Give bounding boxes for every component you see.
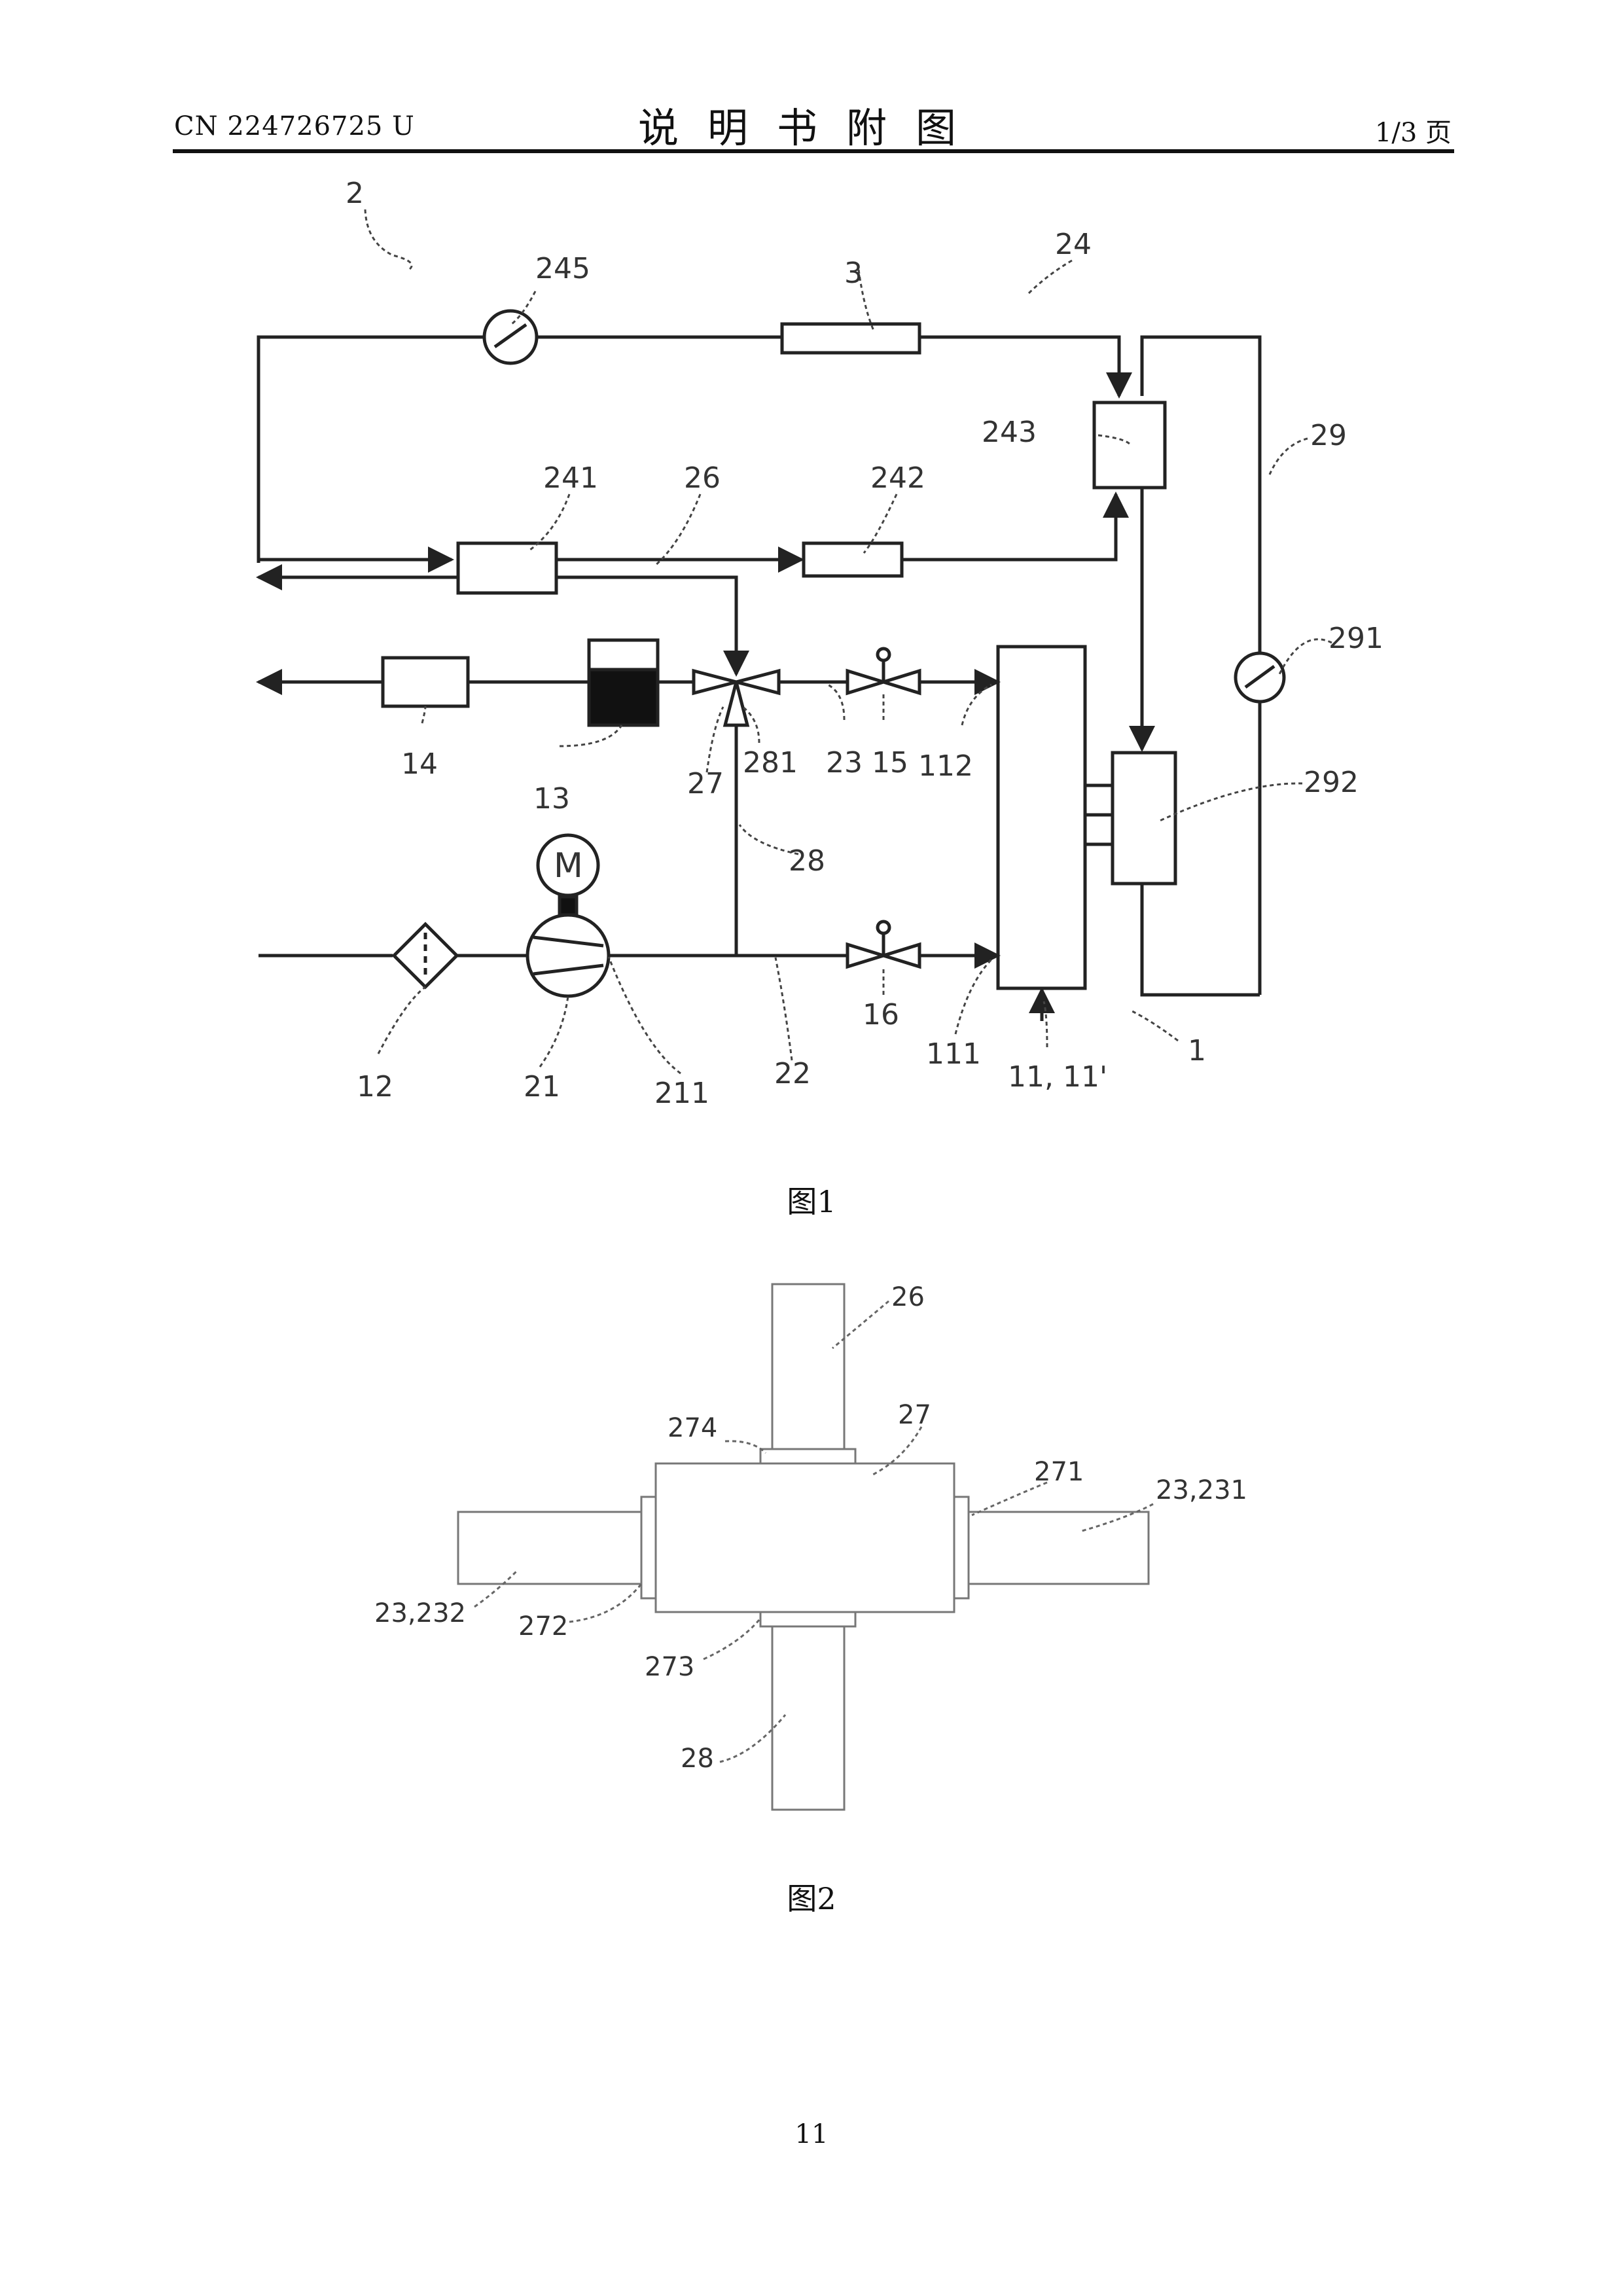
fig2-label-27: 27 — [898, 1400, 931, 1430]
fig2-label-273: 273 — [645, 1652, 694, 1682]
pipe-28 — [772, 1626, 844, 1810]
port-274 — [760, 1449, 855, 1463]
figure-2-caption: 图2 — [681, 1875, 942, 1918]
fig2-label-26: 26 — [891, 1282, 925, 1312]
page-number: 11 — [0, 2119, 1623, 2149]
port-273 — [760, 1612, 855, 1626]
fig2-label-23-231: 23,231 — [1156, 1475, 1247, 1505]
fig2-label-23-232: 23,232 — [374, 1598, 466, 1628]
port-271 — [954, 1497, 969, 1598]
port-272 — [641, 1497, 656, 1598]
fig2-label-28: 28 — [681, 1744, 714, 1774]
pipe-26 — [772, 1284, 844, 1449]
valve-body-27 — [656, 1463, 954, 1612]
fig2-label-274: 274 — [668, 1413, 717, 1443]
fig2-label-272: 272 — [518, 1611, 568, 1641]
pipe-23-232 — [458, 1512, 641, 1584]
pipe-23-231 — [969, 1512, 1149, 1584]
fig2-label-271: 271 — [1034, 1457, 1084, 1487]
